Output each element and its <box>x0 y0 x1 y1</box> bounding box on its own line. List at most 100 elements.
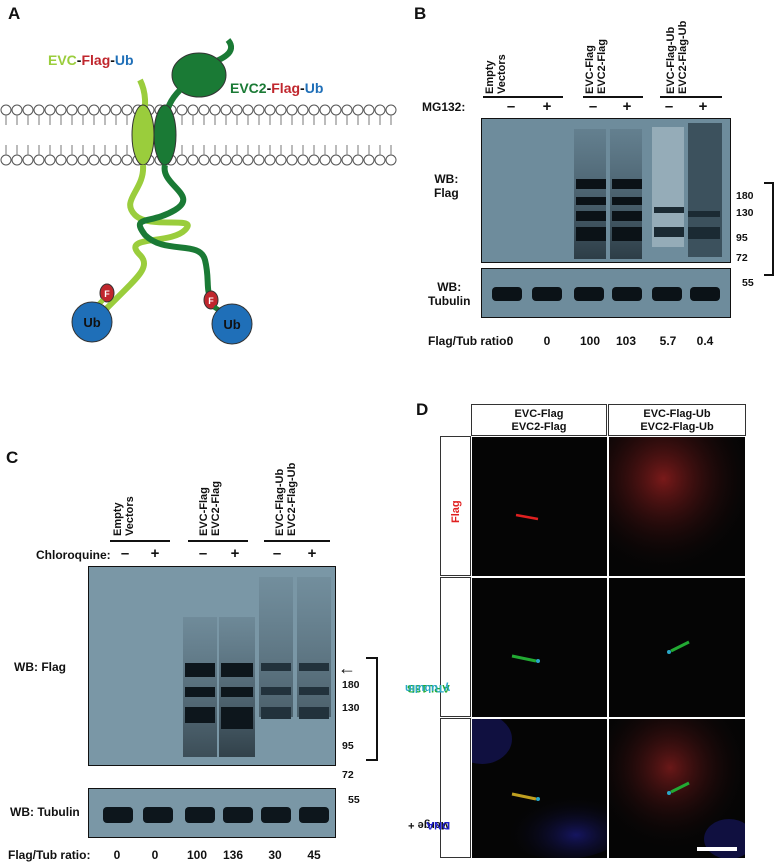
b-flag-blot <box>481 118 731 263</box>
c-ratio-2: 0 <box>151 848 159 862</box>
lipid-head <box>385 154 397 166</box>
membrane-schematic: F F Ub Ub <box>0 38 397 345</box>
lipid-head <box>264 104 276 116</box>
lipid-head <box>33 104 45 116</box>
d-row3-label: Merge + DNA <box>408 718 471 858</box>
c-lane4-plus: + <box>230 545 240 562</box>
lipid-head <box>55 154 67 166</box>
b-treatment-label: MG132: <box>422 100 466 114</box>
lipid-head <box>253 104 265 116</box>
c-wb-flag-label: WB: Flag <box>14 660 66 674</box>
lipid-head <box>110 154 122 166</box>
lipid-head <box>220 104 232 116</box>
b-lane6-plus: + <box>698 98 708 115</box>
b-wb-flag-label: WB:Flag <box>434 172 459 200</box>
lipid-head <box>77 154 89 166</box>
b-tubulin-blot <box>481 268 731 318</box>
lipid-head <box>319 104 331 116</box>
d-cilia-panel-2 <box>608 577 746 718</box>
c-group2-bar <box>188 540 248 542</box>
c-treatment-label: Chloroquine: <box>36 548 111 562</box>
d-flag-panel-2 <box>608 436 746 577</box>
d-merge-panel-2 <box>608 718 754 859</box>
lipid-head <box>110 104 122 116</box>
b-lane3-minus: – <box>588 98 598 115</box>
b-mw-180: 180 <box>736 190 754 202</box>
d-cilia-panel-1 <box>471 577 608 718</box>
lipid-head <box>264 154 276 166</box>
lipid-head <box>77 104 89 116</box>
scale-bar <box>697 847 737 851</box>
lipid-head <box>330 154 342 166</box>
lipid-head <box>286 154 298 166</box>
b-mw-72: 72 <box>736 252 748 264</box>
lipid-head <box>286 104 298 116</box>
b-wb-tub-label: WB:Tubulin <box>428 280 471 308</box>
lipid-head <box>11 104 23 116</box>
lipid-head <box>374 104 386 116</box>
c-ratio-3: 100 <box>186 848 208 862</box>
c-mw-130: 130 <box>342 702 360 714</box>
b-lane4-plus: + <box>622 98 632 115</box>
lipid-head <box>220 154 232 166</box>
evc2-cytoplasmic-tail <box>136 164 215 302</box>
c-arrow-icon: ← <box>338 658 356 678</box>
b-group2-bar <box>583 96 643 98</box>
evc-cytoplasmic-tail <box>97 164 191 318</box>
panel-label-d: D <box>416 400 429 419</box>
b-lane5-minus: – <box>664 98 674 115</box>
c-mw-72: 72 <box>342 769 354 781</box>
panel-label-c: C <box>6 448 19 467</box>
c-ratio-1: 0 <box>113 848 121 862</box>
evc-transmembrane-domain <box>131 104 155 166</box>
ub-text-1: Ub <box>83 315 100 330</box>
lipid-head <box>198 104 210 116</box>
lipid-head <box>231 154 243 166</box>
lipid-head <box>0 104 12 116</box>
lipid-head <box>297 104 309 116</box>
lipid-head <box>352 104 364 116</box>
b-group3-bar <box>660 96 722 98</box>
d-flag-panel-1 <box>471 436 608 577</box>
lipid-head <box>209 154 221 166</box>
lipid-head <box>341 154 353 166</box>
lipid-head <box>330 104 342 116</box>
lipid-head <box>297 154 309 166</box>
ub-text-2: Ub <box>223 317 240 332</box>
lipid-head <box>352 154 364 166</box>
b-ratio-3: 100 <box>579 334 601 348</box>
c-lane6-plus: + <box>307 545 317 562</box>
evc-flag-tag <box>99 283 115 303</box>
c-ratio-5: 30 <box>268 848 282 862</box>
lipid-head <box>242 104 254 116</box>
flag-tag-letter-1: F <box>104 289 110 299</box>
b-bracket <box>764 182 774 276</box>
lipid-head <box>363 104 375 116</box>
lipid-head <box>187 104 199 116</box>
evc2-extracellular-domain <box>171 52 227 98</box>
evc2-ubiquitin <box>211 303 253 345</box>
lipid-head <box>121 154 133 166</box>
lipid-head <box>33 154 45 166</box>
b-mw-55: 55 <box>742 277 754 289</box>
c-flag-blot <box>88 566 336 766</box>
lipid-head <box>253 154 265 166</box>
lipid-head <box>231 104 243 116</box>
lipid-head <box>176 104 188 116</box>
c-lane1-minus: – <box>120 545 130 562</box>
c-flag-bands <box>183 577 331 757</box>
lipid-head <box>88 154 100 166</box>
b-lane2-plus: + <box>542 98 552 115</box>
c-tubulin-blot <box>88 788 336 838</box>
lipid-head <box>0 154 12 166</box>
c-ratio-6: 45 <box>307 848 321 862</box>
lipid-head <box>176 154 188 166</box>
d-row2-label: ARL13B γTubulin <box>405 577 471 717</box>
